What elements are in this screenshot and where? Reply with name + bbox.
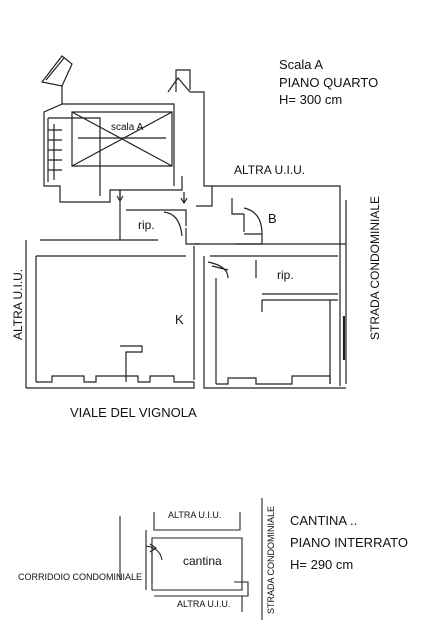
stair-block-label: scala A: [111, 122, 144, 133]
room-label-rip-1: rip.: [138, 218, 155, 232]
floor-label: PIANO QUARTO: [279, 75, 379, 90]
room-label-kitchen: K: [175, 312, 184, 327]
height-label: H= 300 cm: [279, 92, 343, 107]
room-label-bath: B: [268, 211, 277, 226]
cellar-neighbour-top-label: ALTRA U.I.U.: [168, 510, 222, 520]
upper-floor-arrows: [116, 190, 188, 205]
street-label: VIALE DEL VIGNOLA: [70, 405, 197, 420]
stair-label: Scala A: [279, 57, 324, 72]
neighbour-unit-left-label: ALTRA U.I.U.: [11, 268, 25, 340]
condominium-road-label: STRADA CONDOMINIALE: [368, 195, 382, 340]
cellar-neighbour-bottom-label: ALTRA U.I.U.: [177, 599, 231, 609]
cellar-title: CANTINA ..: [290, 513, 358, 528]
cellar-condominium-road-label: STRADA CONDOMINIALE: [266, 505, 276, 614]
neighbour-unit-top-label: ALTRA U.I.U.: [234, 163, 306, 177]
upper-floor-walls: [25, 55, 347, 389]
cellar-walls: [119, 498, 263, 620]
cellar-height-label: H= 290 cm: [290, 557, 354, 572]
room-label-rip-2: rip.: [277, 268, 294, 282]
cellar-floor-label: PIANO INTERRATO: [290, 535, 408, 550]
common-corridor-label: CORRIDOIO CONDOMINIALE: [18, 572, 143, 582]
cellar-room-label: cantina: [183, 554, 222, 568]
